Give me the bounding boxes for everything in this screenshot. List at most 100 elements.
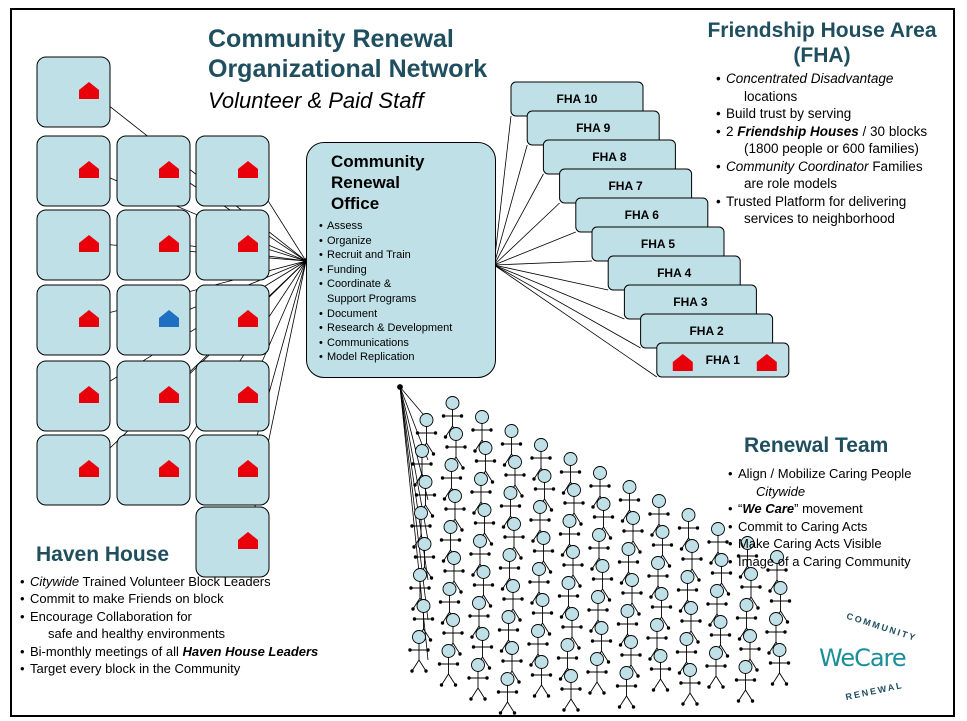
person-icon: [589, 466, 611, 509]
person-icon: [705, 646, 727, 689]
connector-line: [493, 144, 528, 266]
haven-block: [195, 360, 270, 432]
house-icon: [672, 354, 693, 371]
person-icon: [734, 660, 757, 703]
person-icon: [651, 525, 674, 568]
fha-card-label: FHA 2: [689, 324, 724, 338]
person-icon: [617, 542, 640, 585]
person-icon: [445, 427, 467, 470]
person-icon: [443, 551, 465, 594]
connector-line: [493, 264, 658, 378]
connector-line: [493, 231, 576, 266]
house-icon: [159, 310, 179, 327]
haven-block: [116, 209, 191, 281]
renewal-team-heading: Renewal Team: [744, 434, 889, 457]
house-icon: [159, 235, 179, 252]
renewal-bullet: “We Care” movement: [728, 500, 958, 518]
fha-heading-line-2: (FHA): [793, 44, 851, 67]
person-icon: [530, 438, 552, 481]
person-icon: [768, 643, 791, 686]
haven-house-bullet-list: Citywide Trained Volunteer Block Leaders…: [20, 573, 420, 678]
person-icon: [620, 635, 642, 678]
house-icon: [79, 460, 99, 477]
haven-bullet: Encourage Collaboration for: [20, 608, 420, 626]
title-line-2: Organizational Network: [208, 55, 488, 83]
person-icon: [560, 669, 582, 712]
fha-bullet: locations: [744, 88, 798, 104]
person-icon: [468, 596, 490, 639]
haven-bullet: safe and healthy environments: [48, 626, 226, 642]
office-item: Coordinate &: [319, 277, 452, 292]
person-icon: [467, 658, 489, 701]
haven-block: [116, 135, 191, 207]
fha-heading-line-1: Friendship House Area: [707, 19, 937, 42]
renewal-team-bullet-list: Align / Mobilize Caring PeopleCitywide“W…: [728, 465, 958, 571]
fha-bullet: 2 Friendship Houses / 30 blocks: [716, 123, 961, 141]
page-subtitle: Volunteer & Paid Staff: [208, 88, 424, 113]
fha-card-label: FHA 10: [557, 92, 598, 106]
renewal-bullet: Make Caring Acts Visible: [728, 535, 958, 553]
fha-bullet: Trusted Platform for delivering: [716, 193, 961, 211]
person-icon: [680, 601, 702, 644]
haven-block: [116, 360, 191, 432]
haven-bullet: Bi-monthly meetings of all Haven House L…: [20, 643, 420, 661]
fha-card-label: FHA 4: [657, 266, 692, 280]
person-icon: [438, 582, 461, 625]
house-icon: [159, 386, 179, 403]
haven-block: [36, 209, 111, 281]
fha-card-label: FHA 7: [608, 179, 643, 193]
house-icon: [238, 161, 258, 178]
person-icon: [471, 410, 493, 453]
page-title: Community Renewal Organizational Network: [208, 24, 487, 84]
office-title-line: Community: [331, 152, 425, 171]
person-icon: [615, 666, 638, 709]
haven-block: [36, 284, 111, 356]
haven-block: [195, 209, 270, 281]
logo-main-text: WeCare: [819, 644, 907, 672]
office-item: Research & Development: [319, 321, 452, 336]
person-icon: [504, 455, 526, 498]
renewal-bullet: Align / Mobilize Caring People: [728, 465, 958, 483]
person-icon: [586, 652, 608, 695]
connector-line: [493, 202, 560, 266]
person-icon: [496, 672, 519, 715]
person-icon: [621, 573, 643, 616]
office-title-line: Office: [331, 194, 380, 213]
fha-card-label: FHA 6: [625, 208, 660, 222]
house-icon: [238, 386, 258, 403]
slide-frame: [10, 8, 955, 717]
house-icon: [238, 460, 258, 477]
person-icon: [530, 655, 553, 698]
haven-block: [36, 360, 111, 432]
haven-bullet: Target every block in the Community: [20, 660, 420, 678]
office-item: Recruit and Train: [319, 248, 452, 263]
office-title-line: Renewal: [331, 173, 400, 192]
house-icon: [756, 354, 777, 371]
person-icon: [558, 514, 581, 557]
office-item: Funding: [319, 263, 452, 278]
person-icon: [707, 522, 729, 565]
haven-block: [36, 56, 111, 128]
person-icon: [616, 604, 639, 647]
haven-block: [195, 284, 270, 356]
office-title: Community Renewal Office: [331, 151, 425, 214]
fha-bullet: (1800 people or 600 families): [744, 141, 919, 156]
connector-line: [493, 115, 512, 266]
office-item: Communications: [319, 336, 452, 351]
person-icon: [679, 663, 701, 706]
fha-heading: Friendship House Area (FHA): [682, 18, 962, 68]
office-item: Model Replication: [319, 350, 452, 365]
house-icon: [159, 460, 179, 477]
office-function-list: Assess Organize Recruit and Train Fundin…: [319, 219, 452, 365]
house-icon: [79, 310, 99, 327]
haven-bullet: Commit to make Friends on block: [20, 590, 420, 608]
office-item: Organize: [319, 234, 452, 249]
person-icon: [740, 567, 762, 610]
house-icon: [238, 235, 258, 252]
person-icon: [556, 638, 579, 681]
haven-block: [116, 284, 191, 356]
person-icon: [501, 641, 523, 684]
person-icon: [591, 559, 614, 602]
haven-house-heading: Haven House: [36, 543, 170, 566]
connector-line: [493, 264, 625, 320]
